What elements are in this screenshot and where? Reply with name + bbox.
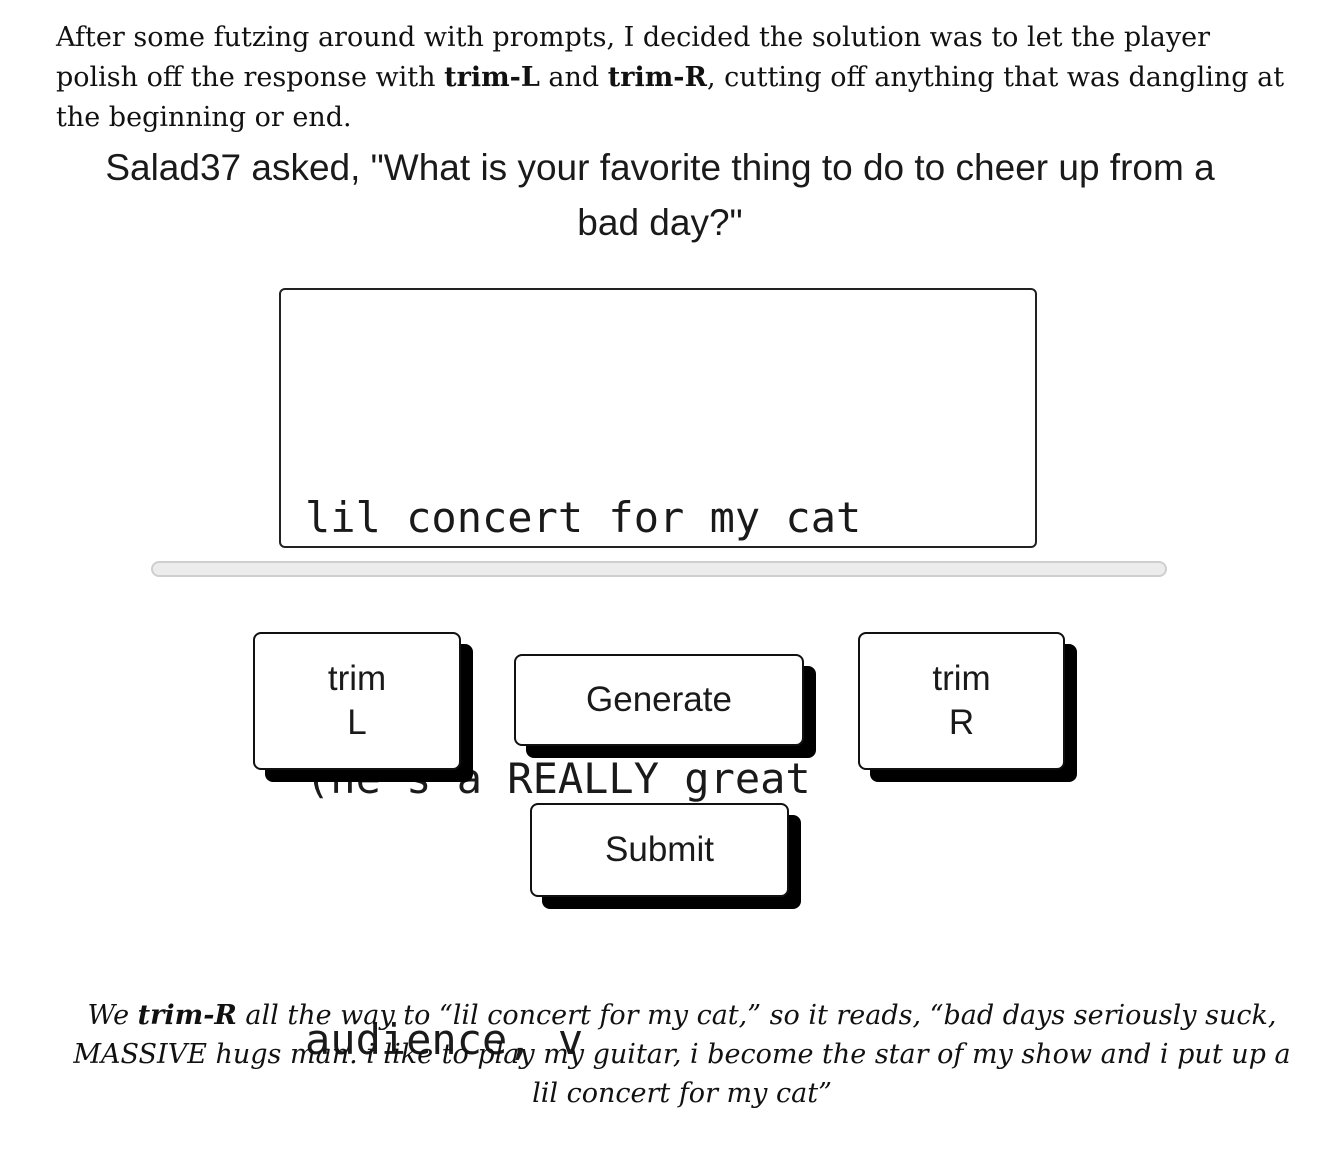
intro-text-3: , cutting off anything that was dangling…: [56, 62, 1285, 133]
caption-text-2: all the way to “lil concert for my cat,”…: [73, 1000, 1291, 1109]
trim-l-button-label-2: L: [347, 703, 367, 742]
response-slider-track[interactable]: [151, 561, 1167, 577]
generate-button-label: Generate: [586, 680, 732, 719]
response-line: audience, v: [305, 1015, 584, 1064]
caption-bold-trim-r: trim-R: [137, 1000, 237, 1031]
trim-l-button-label-1: trim: [327, 659, 387, 698]
caption-paragraph: We trim-R all the way to “lil concert fo…: [60, 996, 1304, 1113]
generate-button[interactable]: Generate: [514, 654, 804, 746]
trim-r-button[interactable]: trim R: [858, 632, 1065, 770]
intro-bold-trim-r: trim-R: [607, 62, 707, 93]
intro-text-1: After some futzing around with prompts, …: [56, 22, 1211, 93]
intro-paragraph: After some futzing around with prompts, …: [56, 18, 1296, 138]
intro-bold-trim-l: trim-L: [444, 62, 540, 93]
response-text-box[interactable]: lil concert for my cat (he's a REALLY gr…: [279, 288, 1037, 1064]
submit-button-label: Submit: [605, 830, 714, 869]
game-question: Salad37 asked, "What is your favorite th…: [105, 147, 1215, 243]
response-line: lil concert for my cat: [305, 493, 862, 542]
intro-text-2: and: [539, 62, 608, 93]
trim-r-button-label-1: trim: [932, 659, 991, 698]
trim-l-button[interactable]: trim L: [253, 632, 461, 770]
response-line: (he's a REALLY great: [305, 754, 811, 803]
trim-r-button-label-2: R: [948, 703, 975, 742]
submit-button[interactable]: Submit: [530, 803, 789, 897]
caption-text-1: We: [87, 1000, 138, 1031]
